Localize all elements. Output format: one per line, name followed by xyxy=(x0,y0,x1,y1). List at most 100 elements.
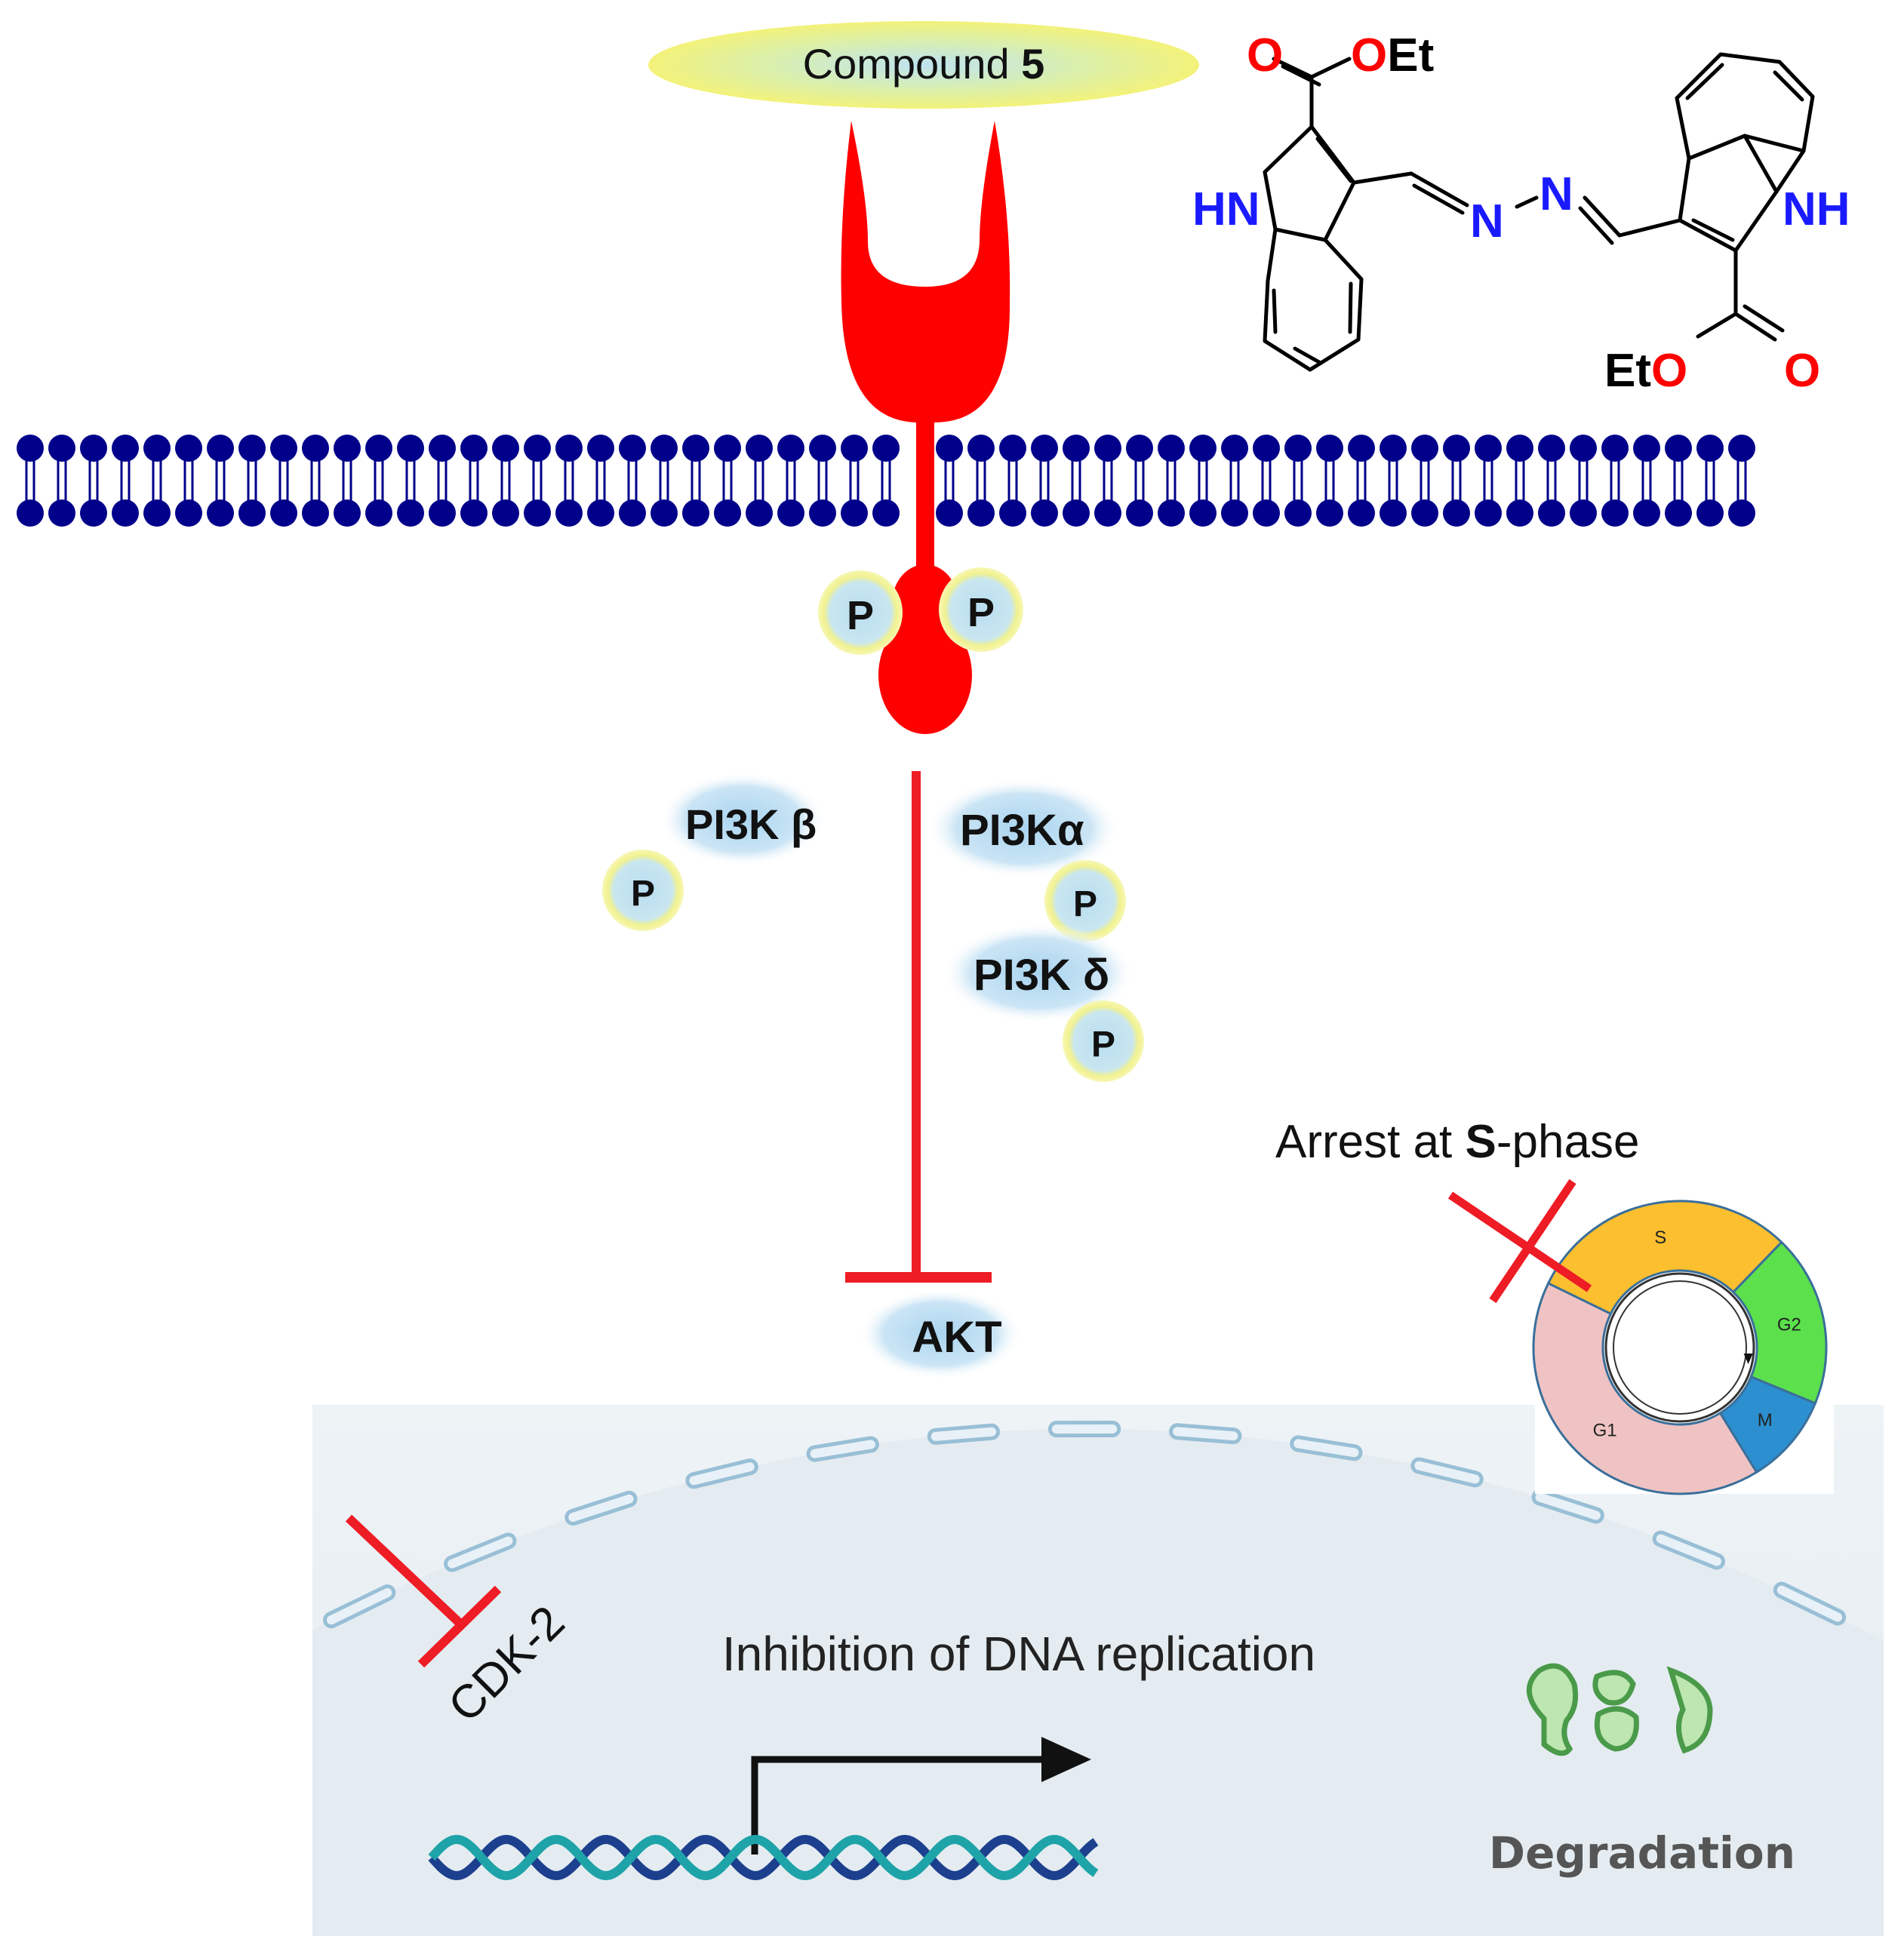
lipid-head xyxy=(619,499,646,527)
lipid-head xyxy=(238,499,266,527)
lipid-head xyxy=(1475,499,1502,527)
cdk2-inhibition-mark xyxy=(345,1514,502,1668)
envelope-segment-inner xyxy=(448,1536,513,1569)
cell-cycle-segment-g1 xyxy=(1532,1281,1758,1495)
envelope-segment-inner xyxy=(1776,1585,1843,1622)
cell-cycle-title: Arrest at S-phase xyxy=(1275,1116,1639,1168)
lipid-head xyxy=(872,435,900,462)
lipid-head xyxy=(397,499,424,527)
lipid-head xyxy=(1316,435,1343,462)
lipid-head xyxy=(207,499,234,527)
lipid-head xyxy=(1570,499,1597,527)
receptor-kinase-domain-lower xyxy=(878,616,972,734)
lipid-head xyxy=(841,499,868,527)
lipid-head xyxy=(1253,499,1280,527)
lipid-head xyxy=(714,499,741,527)
nucleus-envelope-arc xyxy=(312,1428,1884,1936)
atom-hn-left: HN xyxy=(1192,183,1260,235)
lipid-head xyxy=(1443,499,1470,527)
lipid-head xyxy=(524,499,551,527)
lipid-head xyxy=(1570,435,1597,462)
inhibition-arrow-akt xyxy=(845,771,992,1283)
atom-o-carbonyl-top: O xyxy=(1247,29,1283,81)
svg-text:P: P xyxy=(847,593,874,638)
cell-cycle-arrest-mark xyxy=(1447,1179,1592,1304)
degradation-label: Degradation xyxy=(1489,1827,1795,1879)
pi3k-beta: PI3K β xyxy=(660,773,826,866)
lipid-head xyxy=(1031,435,1058,462)
svg-text:AKT: AKT xyxy=(912,1313,1001,1362)
dna-double-helix xyxy=(428,1834,1099,1881)
lipid-head xyxy=(143,499,171,527)
envelope-segment-inner xyxy=(810,1440,875,1458)
lipid-head xyxy=(48,499,75,527)
lipid-head xyxy=(936,499,963,527)
lipid-head xyxy=(1253,435,1280,462)
envelope-segment-inner xyxy=(1535,1492,1601,1520)
lipid-head xyxy=(1475,435,1502,462)
dna-replication-text: Inhibition of DNA replication xyxy=(722,1627,1315,1681)
lipid-head xyxy=(1158,435,1185,462)
lipid-head xyxy=(1601,499,1629,527)
lipid-head xyxy=(682,499,709,527)
pi3k-alpha-phosphate: P xyxy=(1044,860,1126,942)
lipid-head xyxy=(777,435,804,462)
lipid-head xyxy=(1221,499,1248,527)
svg-text:P: P xyxy=(1091,1025,1115,1065)
compound-label: Compound 5 xyxy=(803,40,1045,88)
envelope-segment-inner xyxy=(326,1587,392,1625)
lipid-head xyxy=(746,499,773,527)
envelope-segment-inner xyxy=(1414,1461,1480,1484)
lipid-head xyxy=(619,435,646,462)
lipid-head xyxy=(460,435,488,462)
cell-cycle-label-g1: G1 xyxy=(1593,1421,1617,1441)
lipid-head xyxy=(1063,499,1090,527)
svg-text:PI3K β: PI3K β xyxy=(685,801,817,848)
lipid-head xyxy=(1348,499,1375,527)
lipid-head xyxy=(809,499,836,527)
receptor-phosphate-right: P xyxy=(939,567,1023,652)
lipid-head xyxy=(365,499,392,527)
lipid-head xyxy=(999,499,1026,527)
lipid-head xyxy=(429,435,456,462)
lipid-head xyxy=(334,499,361,527)
lipid-head xyxy=(714,435,741,462)
lipid-head xyxy=(1094,435,1121,462)
lipid-head xyxy=(777,499,804,527)
envelope-segment-inner xyxy=(930,1427,997,1441)
cell-cycle-direction-icon xyxy=(1743,1353,1753,1364)
lipid-head xyxy=(270,499,297,527)
akt: AKT xyxy=(859,1289,1022,1379)
lipid-head xyxy=(1158,499,1185,527)
receptor xyxy=(841,121,1010,734)
lipid-head xyxy=(1443,435,1470,462)
lipid-head xyxy=(555,435,583,462)
lipid-head xyxy=(365,435,392,462)
lipid-head xyxy=(492,435,519,462)
pi3k-delta: PI3K δ xyxy=(942,923,1135,1023)
lipid-head xyxy=(1538,435,1565,462)
dna-strand-2 xyxy=(428,1834,1099,1881)
lipid-head xyxy=(1126,499,1153,527)
lipid-head xyxy=(397,435,424,462)
envelope-segment-inner xyxy=(568,1494,634,1523)
receptor-transmembrane-stalk xyxy=(916,415,934,577)
compound-structure xyxy=(1263,52,1815,372)
lipid-head xyxy=(1380,499,1407,527)
envelope-segment-inner xyxy=(1173,1427,1238,1441)
lipid-head xyxy=(334,435,361,462)
lipid-head xyxy=(1126,435,1153,462)
lipid-head xyxy=(80,499,107,527)
lipid-head xyxy=(1601,435,1629,462)
lipid-head xyxy=(1411,499,1438,527)
lipid-head xyxy=(1665,499,1692,527)
lipid-head xyxy=(1411,435,1438,462)
lipid-head xyxy=(999,435,1026,462)
pi3k-delta-phosphate: P xyxy=(1063,1000,1144,1082)
lipid-head xyxy=(1348,435,1375,462)
lipid-head xyxy=(1094,499,1121,527)
lipid-head xyxy=(302,499,329,527)
lipid-head xyxy=(841,435,868,462)
structure-atom-labels: O OEt HN N N NH EtO O xyxy=(1192,29,1850,397)
